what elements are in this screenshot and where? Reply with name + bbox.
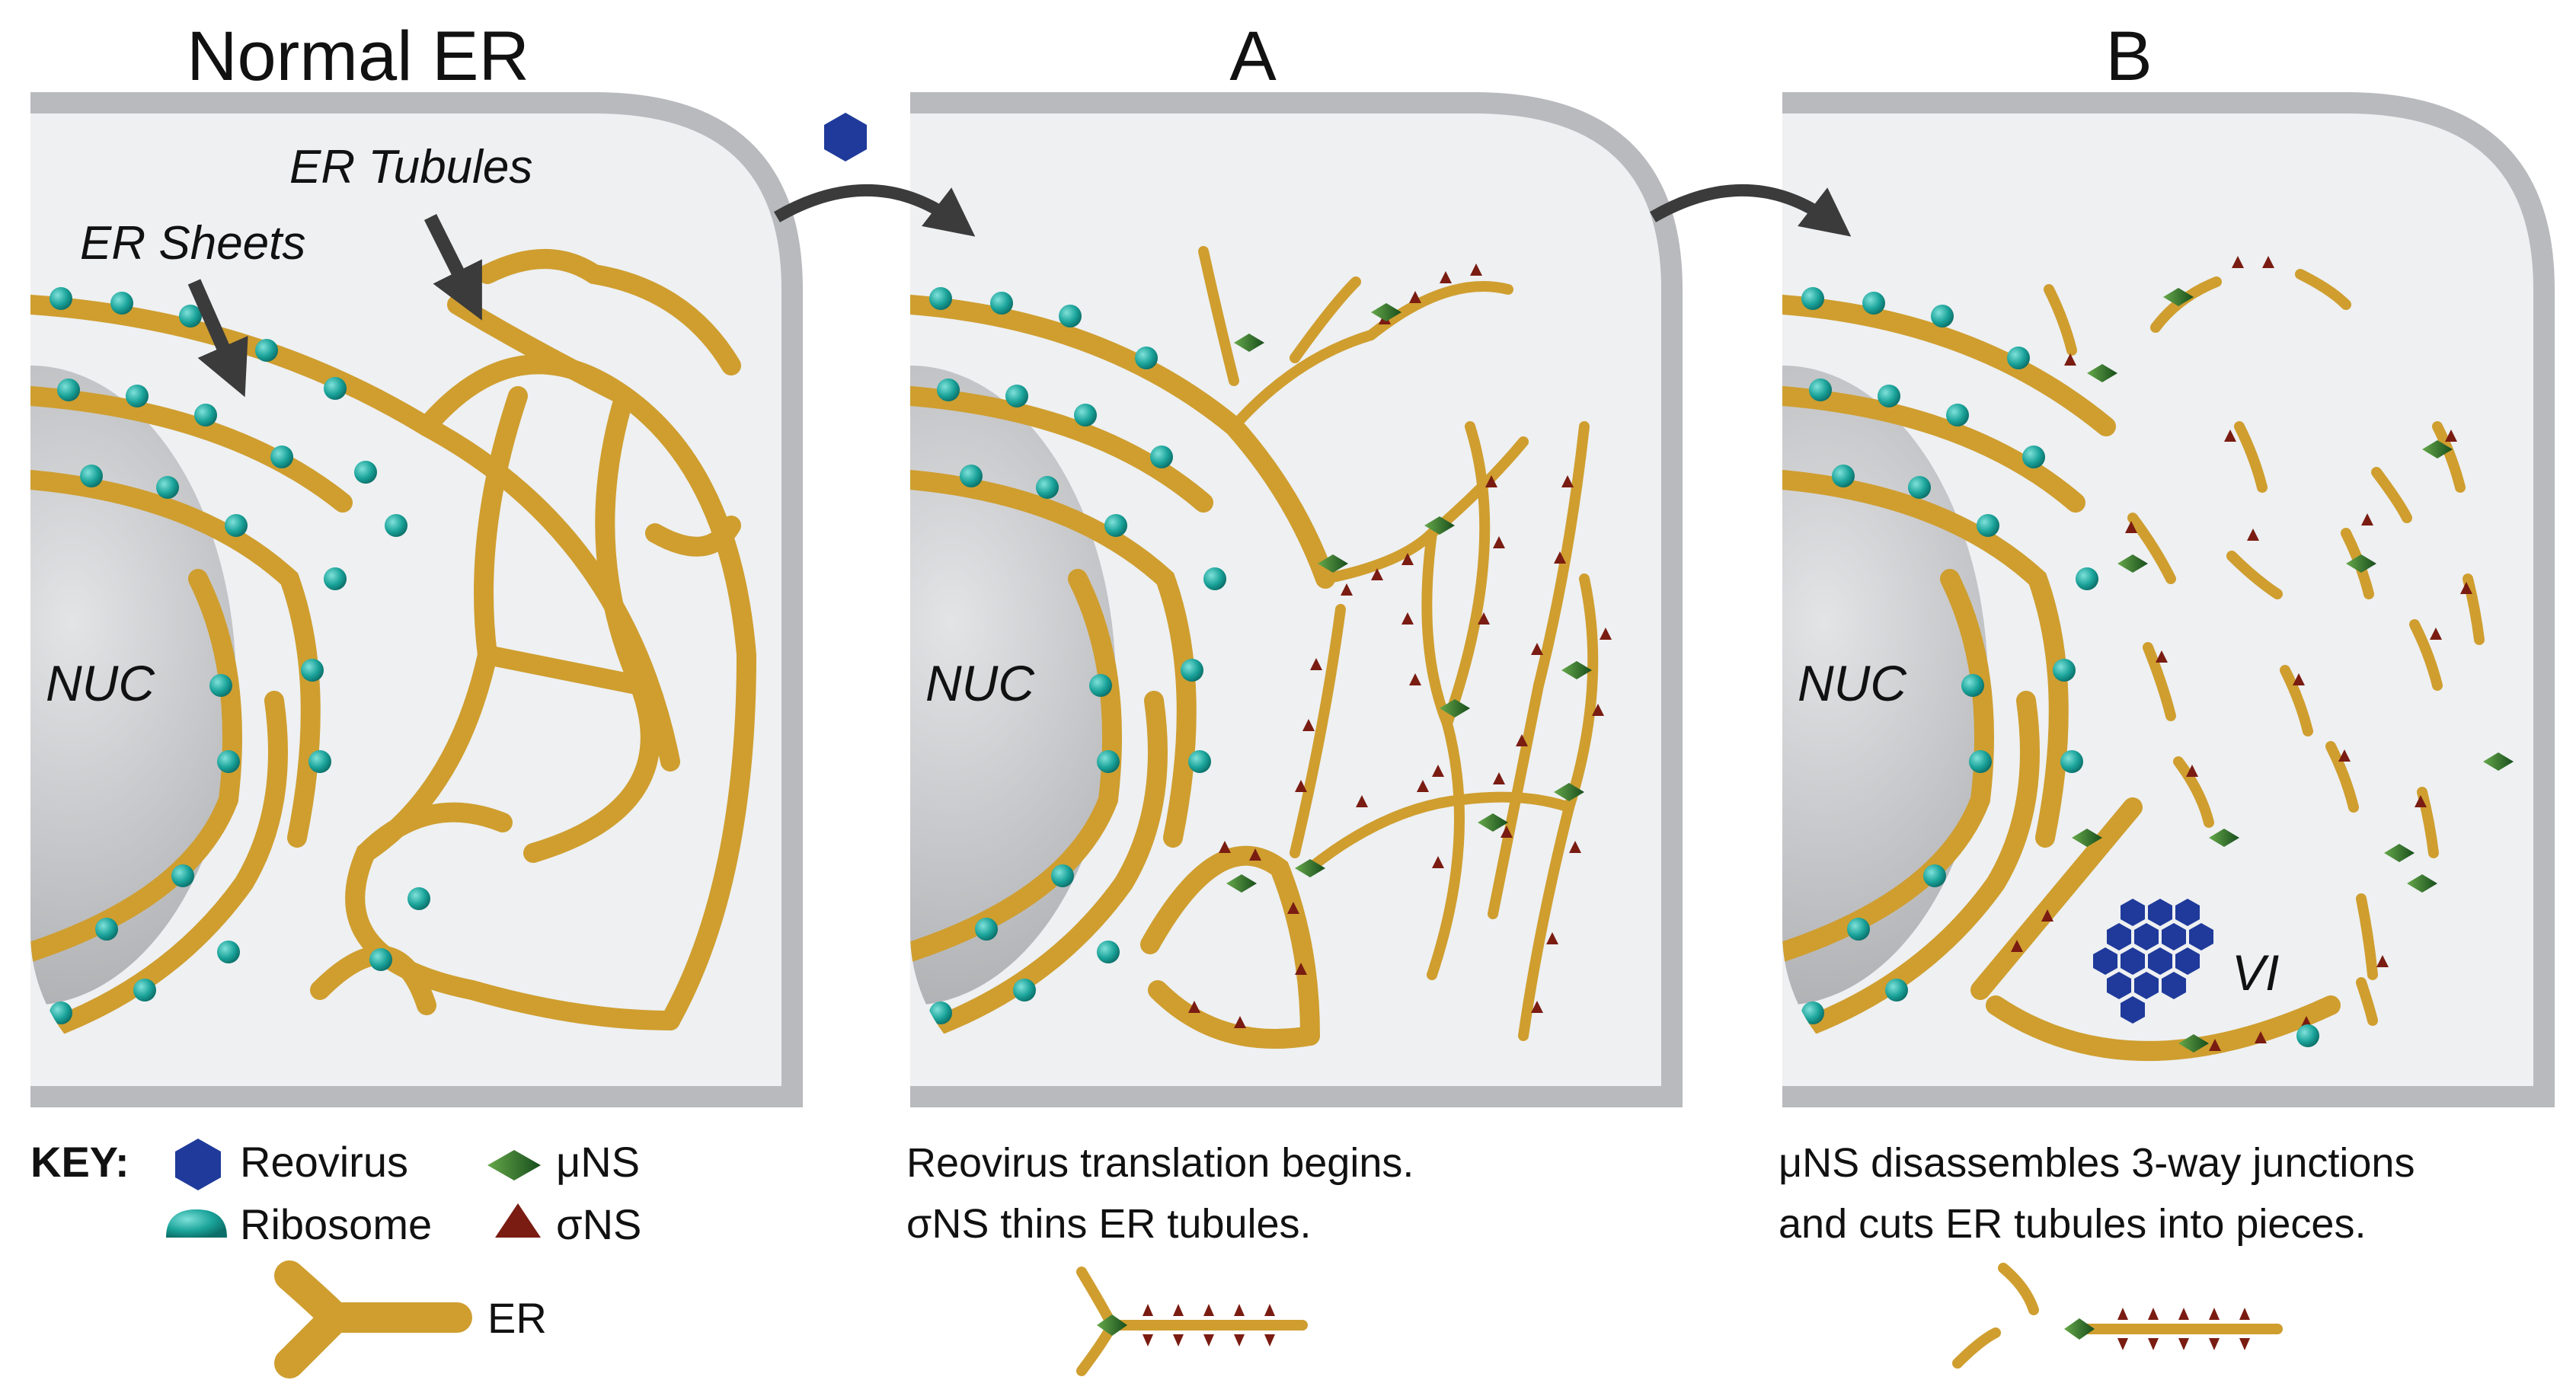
- sigma-ns-markers: [1188, 264, 1612, 1028]
- key-label-sigma-ns: σNS: [556, 1200, 641, 1248]
- ribosomes: [50, 287, 430, 1024]
- caption-b-line1: μNS disassembles 3-way junctions: [1779, 1140, 2415, 1186]
- er-tubule-network: [310, 249, 757, 1030]
- sigma-ns-markers: [2011, 256, 2472, 1051]
- nucleus: [910, 366, 1116, 1005]
- caption-a-line1: Reovirus translation begins.: [906, 1140, 1414, 1186]
- nucleus-label-a: NUC: [925, 655, 1035, 711]
- transition-arrow-1: [774, 184, 976, 237]
- key-label-reovirus: Reovirus: [240, 1138, 408, 1186]
- mu-ns-icon: [487, 1150, 541, 1180]
- ribosomes: [929, 287, 1226, 1024]
- nucleus: [30, 366, 236, 1005]
- key-label-mu-ns: μNS: [556, 1138, 640, 1186]
- er-icon: [274, 1260, 472, 1378]
- inclusion-label: VI: [2232, 944, 2279, 1001]
- nucleus: [1782, 366, 1988, 1005]
- panel-title-b: B: [2105, 18, 2152, 95]
- panel-title-a: A: [1229, 18, 1277, 95]
- callout-er-tubules: ER Tubules: [289, 141, 532, 193]
- caption-a-line2: σNS thins ER tubules.: [906, 1201, 1312, 1247]
- er-fragments: [2044, 269, 2485, 1026]
- inset-sigma-ns-tubule: [1076, 1267, 1308, 1376]
- ribosomes: [1801, 287, 2319, 1047]
- key-title: KEY:: [30, 1138, 129, 1186]
- key-label-ribosome: Ribosome: [240, 1200, 432, 1248]
- er-sheets: [910, 295, 1335, 1049]
- nucleus-label-b: NUC: [1798, 655, 1907, 711]
- key-legend: KEY: Reovirus μNS Ribosome σNS ER: [30, 1138, 641, 1378]
- sigma-ns-icon: [495, 1203, 541, 1238]
- arrow-to-tubules: [423, 213, 482, 321]
- mu-ns-markers: [1226, 303, 1592, 893]
- panel-title-normal: Normal ER: [187, 18, 529, 95]
- inset-fragmented-tubule: [1952, 1263, 2283, 1369]
- nucleus-label-normal: NUC: [46, 655, 155, 711]
- callout-er-sheets: ER Sheets: [80, 217, 305, 270]
- mu-ns-markers: [2072, 288, 2514, 1053]
- er-sheets: [1782, 295, 2341, 1061]
- arrow-to-sheets: [187, 279, 248, 398]
- thin-er-tubules: [1198, 246, 1599, 1041]
- transition-arrow-2: [1650, 184, 1852, 237]
- caption-b-line2: and cuts ER tubules into pieces.: [1779, 1201, 2366, 1247]
- ribosome-icon: [166, 1209, 227, 1238]
- viral-inclusion: [2093, 899, 2213, 1024]
- reovirus-icon: [175, 1139, 221, 1190]
- key-label-er: ER: [487, 1294, 547, 1342]
- reovirus-icon: [824, 113, 867, 161]
